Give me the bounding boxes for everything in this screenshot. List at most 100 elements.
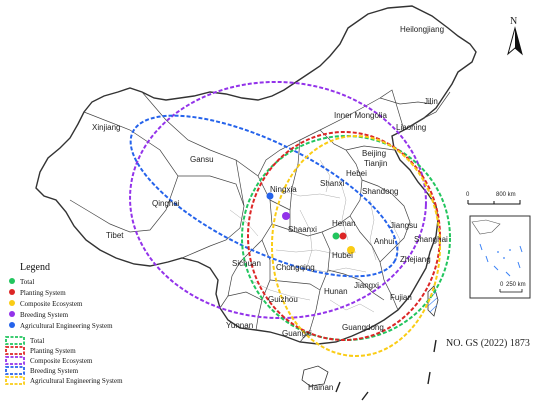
- province-labels: Heilongjiang Jilin Liaoning Inner Mongol…: [92, 25, 448, 392]
- inset-scale-end: 250 km: [506, 282, 526, 288]
- inset-dash: [505, 271, 511, 277]
- label-fujian: Fujian: [390, 293, 412, 302]
- label-guizhou: Guizhou: [268, 295, 298, 304]
- county-line: [319, 159, 331, 193]
- label-henan: Henan: [332, 219, 356, 228]
- taiwan-island: [427, 285, 439, 317]
- inset-island: [497, 251, 499, 253]
- inset-island: [503, 257, 505, 259]
- boundary-line: [69, 111, 179, 233]
- legend-ellipse-swatch: [5, 376, 25, 385]
- legend-point-label: Total: [20, 278, 34, 286]
- legend: Legend Total Planting System Composite E…: [5, 262, 123, 385]
- ellipse-agricultural-engineering: [129, 114, 399, 278]
- legend-point-marker: [9, 322, 15, 328]
- inset-islands: [497, 249, 511, 259]
- boundary-line: [269, 199, 291, 211]
- county-line: [369, 199, 377, 261]
- label-inner-mongolia: Inner Mongolia: [334, 111, 387, 120]
- label-liaoning: Liaoning: [396, 123, 426, 132]
- legend-point-label: Composite Ecosystem: [20, 300, 83, 308]
- legend-title: Legend: [20, 262, 50, 273]
- legend-point-breeding: Breeding System: [9, 311, 69, 319]
- legend-ellipse-total: Total: [5, 336, 44, 345]
- boundary-line: [345, 145, 395, 151]
- centroid-breeding: [282, 212, 290, 220]
- label-yunnan: Yunnan: [226, 321, 253, 330]
- county-line: [275, 249, 357, 255]
- province-boundaries: [69, 89, 451, 343]
- inset-scale-zero: 0: [500, 282, 504, 288]
- north-arrow: N: [507, 16, 523, 56]
- label-qinghai: Qinghai: [152, 199, 180, 208]
- scale-line: [467, 200, 521, 205]
- inset-dashes: [479, 243, 523, 277]
- label-jiangsu: Jiangsu: [390, 221, 418, 230]
- legend-ellipse-label: Composite Ecosystem: [30, 357, 93, 365]
- county-line: [249, 279, 311, 301]
- sea-dash: [427, 371, 431, 385]
- county-boundaries: [229, 159, 401, 313]
- legend-point-marker: [9, 289, 15, 295]
- scale-end: 800 km: [496, 192, 516, 198]
- legend-ellipse-composite: Composite Ecosystem: [5, 356, 93, 365]
- label-shandong: Shandong: [362, 187, 398, 196]
- south-china-sea-inset: 0 250 km: [469, 215, 531, 299]
- inset-scale-line: [499, 289, 523, 293]
- boundary-line: [271, 129, 363, 237]
- legend-point-label: Agricultural Engineering System: [20, 322, 113, 330]
- centroid-composite: [347, 246, 355, 254]
- legend-point-planting: Planting System: [9, 289, 66, 297]
- centroid-total: [332, 232, 340, 240]
- label-xinjiang: Xinjiang: [92, 123, 120, 132]
- sea-dash: [361, 391, 369, 401]
- approval-number: NO. GS (2022) 1873: [446, 338, 530, 349]
- label-gansu: Gansu: [190, 155, 214, 164]
- label-shaanxi: Shaanxi: [288, 225, 317, 234]
- north-label: N: [510, 16, 517, 27]
- sea-dash: [433, 339, 437, 353]
- boundary-line: [327, 269, 385, 301]
- legend-point-composite: Composite Ecosystem: [9, 300, 83, 308]
- label-beijing: Beijing: [362, 149, 386, 158]
- boundary-line: [235, 159, 245, 207]
- legend-ellipse-label: Total: [30, 337, 44, 345]
- legend-ellipse-label: Agricultural Engineering System: [30, 377, 123, 385]
- boundary-line: [289, 139, 301, 230]
- legend-ellipse-label: Breeding System: [30, 367, 79, 375]
- inset-island: [509, 249, 511, 251]
- label-tibet: Tibet: [106, 231, 124, 240]
- sea-boundary-dashes: [335, 339, 437, 401]
- legend-point-marker: [9, 278, 15, 284]
- label-shanxi: Shanxi: [320, 179, 345, 188]
- legend-ellipse-swatch: [5, 366, 25, 375]
- boundary-line: [141, 89, 405, 177]
- legend-ellipse-agricultural-engineering: Agricultural Engineering System: [5, 376, 123, 385]
- ellipse-total: [241, 135, 451, 341]
- legend-ellipse-swatch: [5, 356, 25, 365]
- inset-coast: [471, 219, 501, 235]
- label-hubei: Hubei: [332, 251, 353, 260]
- label-hebei: Hebei: [346, 169, 367, 178]
- legend-point-agricultural-engineering: Agricultural Engineering System: [9, 322, 113, 330]
- north-arrow-fill: [515, 28, 522, 54]
- label-hainan: Hainan: [308, 383, 333, 392]
- county-line: [329, 299, 375, 313]
- boundary-line: [269, 279, 321, 291]
- centroid-layer: [266, 192, 355, 254]
- label-hunan: Hunan: [324, 287, 348, 296]
- county-line: [339, 179, 349, 241]
- inset-dash: [517, 261, 521, 269]
- hainan-island: [301, 365, 329, 387]
- ellipse-breeding: [129, 80, 427, 320]
- label-chongqing: Chongqing: [276, 263, 315, 272]
- label-tianjin: Tianjin: [364, 159, 387, 168]
- label-anhui: Anhui: [374, 237, 395, 246]
- legend-point-label: Breeding System: [20, 311, 69, 319]
- label-sichuan: Sichuan: [232, 259, 261, 268]
- centroid-planting: [339, 232, 347, 240]
- boundary-line: [227, 291, 263, 301]
- scale-zero: 0: [466, 192, 470, 198]
- inset-dash: [519, 245, 523, 253]
